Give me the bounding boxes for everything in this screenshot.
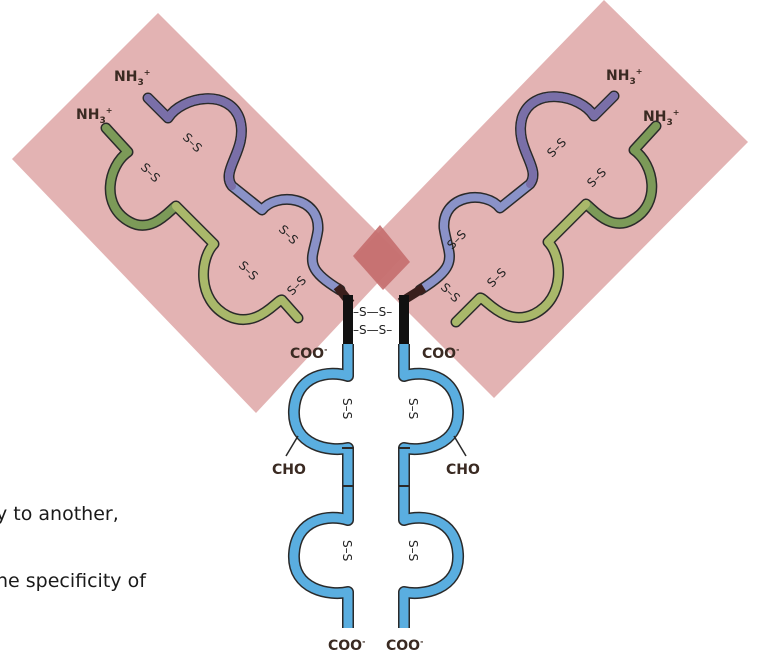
- disulfide-bonds-hinge: –S—S– –S—S–: [353, 305, 392, 337]
- side-text-line-2: he specificity of: [0, 570, 147, 592]
- fc-segment-dividers: [342, 447, 410, 487]
- nh3-label-light-left: NH3+: [76, 106, 112, 126]
- coo-label-light-left: COO-: [290, 345, 327, 362]
- disulfide-label: S–S: [406, 398, 420, 419]
- disulfide-label: S–S: [340, 540, 354, 561]
- hinge-left: [333, 283, 355, 349]
- n-terminal-labels: NH3+ NH3+ NH3+ NH3+: [76, 67, 679, 128]
- fab-overlap: [353, 225, 410, 290]
- nh3-label-heavy-left: NH3+: [114, 68, 150, 88]
- fc-chain-left: [288, 344, 354, 628]
- fab-region-right: [354, 0, 748, 398]
- hinge-disulfide-top: –S—S–: [353, 305, 392, 319]
- light-chain-right: [450, 120, 662, 328]
- hinge-disulfide-bottom: –S—S–: [353, 323, 392, 337]
- coo-label-light-right: COO-: [422, 345, 459, 362]
- heavy-chain-left-fab: [142, 92, 346, 296]
- side-text-line-1: y to another,: [0, 503, 119, 525]
- c-terminal-labels: COO- COO- COO- COO-: [290, 345, 459, 654]
- carbohydrate-labels: CHO CHO: [272, 462, 480, 478]
- nh3-label-heavy-right: NH3+: [606, 67, 642, 87]
- coo-label-heavy-right: COO-: [386, 637, 423, 654]
- heavy-chain-right-fab: [414, 90, 620, 296]
- disulfide-label: S–S: [406, 540, 420, 561]
- cho-label-right: CHO: [446, 462, 480, 478]
- hinge-right: [397, 283, 427, 349]
- fab-region-left: [12, 13, 402, 413]
- nh3-label-light-right: NH3+: [643, 108, 679, 128]
- light-chain-left: [100, 122, 304, 325]
- fc-chain-right: [398, 344, 464, 628]
- cho-stems: [285, 435, 467, 457]
- disulfide-bonds-fc: S–S S–S S–S S–S: [340, 398, 420, 561]
- side-text: y to another, he specificity of: [0, 503, 147, 592]
- cho-label-left: CHO: [272, 462, 306, 478]
- coo-label-heavy-left: COO-: [328, 637, 365, 654]
- disulfide-label: S–S: [340, 398, 354, 419]
